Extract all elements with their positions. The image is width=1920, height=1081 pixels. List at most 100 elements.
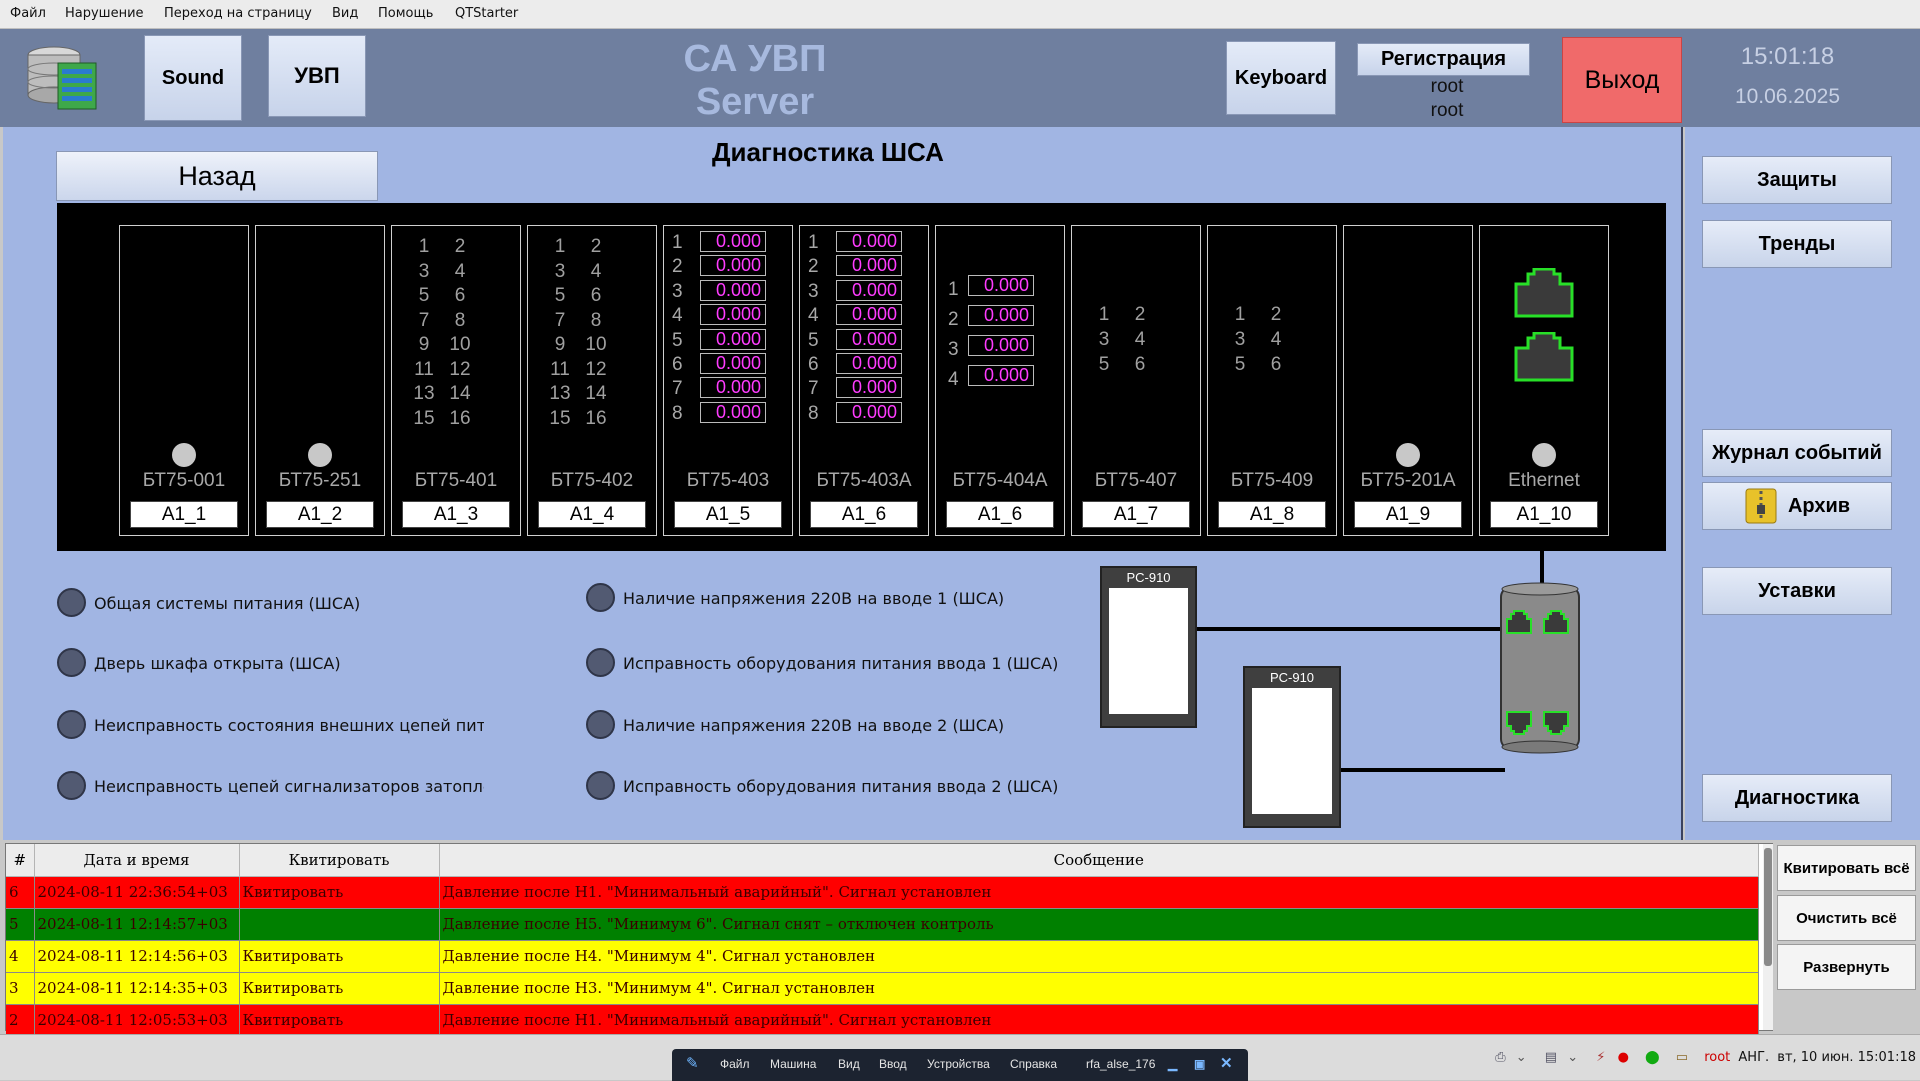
expand-button[interactable]: Развернуть bbox=[1777, 944, 1916, 990]
uvp-button[interactable]: УВП bbox=[268, 35, 366, 117]
menu-goto-page[interactable]: Переход на страницу bbox=[164, 6, 312, 21]
exit-button[interactable]: Выход bbox=[1562, 37, 1682, 123]
acknowledge-all-button[interactable]: Квитировать всё bbox=[1777, 845, 1916, 891]
module-bt75-001[interactable]: БТ75-001 A1_1 bbox=[119, 225, 249, 536]
event-ack[interactable]: Квитировать bbox=[239, 972, 440, 1005]
tray-datetime[interactable]: вт, 10 июн. 15:01:18 bbox=[1777, 1050, 1916, 1065]
menu-help[interactable]: Помощь bbox=[378, 6, 434, 21]
channel-number: 13 bbox=[413, 383, 435, 404]
chevron-down-icon[interactable]: ⌄ bbox=[1515, 1050, 1527, 1065]
scrollbar-thumb[interactable] bbox=[1764, 848, 1772, 966]
back-button[interactable]: Назад bbox=[56, 151, 378, 201]
menu-file[interactable]: Файл bbox=[10, 6, 46, 21]
chevron-down-icon[interactable]: ⌄ bbox=[1567, 1050, 1579, 1065]
event-ack[interactable]: Квитировать bbox=[239, 876, 440, 909]
menu-view[interactable]: Вид bbox=[332, 6, 359, 21]
channel-value: 0.000 bbox=[700, 401, 766, 423]
keyboard-button[interactable]: Keyboard bbox=[1226, 41, 1336, 115]
clear-all-button[interactable]: Очистить всё bbox=[1777, 895, 1916, 941]
close-icon[interactable]: ✕ bbox=[1220, 1055, 1233, 1072]
status-dot-icon[interactable]: ⬤ bbox=[1645, 1050, 1660, 1065]
col-header-acknowledge[interactable]: Квитировать bbox=[239, 844, 440, 877]
event-log-button[interactable]: Журнал событий bbox=[1702, 429, 1892, 477]
sound-button[interactable]: Sound bbox=[144, 35, 242, 121]
vm-menu-help[interactable]: Справка bbox=[1010, 1057, 1058, 1071]
minimize-icon[interactable]: ▁ bbox=[1168, 1057, 1178, 1071]
database-icon[interactable] bbox=[24, 43, 100, 113]
channel-number: 15 bbox=[549, 407, 571, 429]
col-header-number[interactable]: # bbox=[6, 844, 35, 877]
indicator-external-power-fault: Неисправность состояния внешних цепей пи… bbox=[57, 710, 487, 740]
printer-icon[interactable]: ⎙ bbox=[1495, 1050, 1506, 1065]
setpoints-button[interactable]: Уставки bbox=[1702, 567, 1892, 615]
pin-icon[interactable]: ✎ bbox=[686, 1055, 699, 1072]
event-ack[interactable]: Квитировать bbox=[239, 940, 440, 973]
module-bt75-201a[interactable]: БТ75-201A A1_9 bbox=[1343, 225, 1473, 536]
protections-button[interactable]: Защиты bbox=[1702, 156, 1892, 204]
vm-name: rfa_alse_176 bbox=[1086, 1057, 1156, 1071]
pc-910-1[interactable]: PC-910 bbox=[1100, 566, 1197, 728]
vm-menu-view[interactable]: Вид bbox=[838, 1057, 860, 1071]
menu-violation[interactable]: Нарушение bbox=[65, 6, 144, 21]
keyboard-layout[interactable]: АНГ. bbox=[1738, 1050, 1770, 1065]
channel-number: 6 bbox=[454, 285, 466, 306]
vm-menu-input[interactable]: Ввод bbox=[879, 1057, 907, 1071]
header: Sound УВП СА УВП Server Keyboard Регистр… bbox=[0, 29, 1920, 127]
vm-menu-file[interactable]: Файл bbox=[720, 1057, 750, 1071]
clipboard-icon[interactable]: ▤ bbox=[1544, 1050, 1558, 1065]
menu-qtstarter[interactable]: QTStarter bbox=[455, 6, 519, 21]
pc-910-2[interactable]: PC-910 bbox=[1243, 666, 1341, 828]
register-button[interactable]: Регистрация bbox=[1357, 43, 1530, 76]
archive-button[interactable]: Архив bbox=[1702, 482, 1892, 530]
network-switch-icon[interactable] bbox=[1500, 581, 1582, 756]
vm-menu-machine[interactable]: Машина bbox=[770, 1057, 817, 1071]
col-header-message[interactable]: Сообщение bbox=[439, 844, 1759, 877]
event-ack[interactable]: Квитировать bbox=[239, 1004, 440, 1037]
event-ack[interactable] bbox=[239, 908, 440, 941]
alert-icon[interactable]: ● bbox=[1617, 1050, 1629, 1065]
events-scrollbar[interactable] bbox=[1763, 844, 1773, 1030]
diagnostics-button[interactable]: Диагностика bbox=[1702, 774, 1892, 822]
folder-icon[interactable]: ▭ bbox=[1675, 1050, 1689, 1065]
network-icon[interactable]: ⚡ bbox=[1596, 1050, 1606, 1065]
trends-button[interactable]: Тренды bbox=[1702, 220, 1892, 268]
module-bt75-251[interactable]: БТ75-251 A1_2 bbox=[255, 225, 385, 536]
restore-icon[interactable]: ▣ bbox=[1194, 1057, 1206, 1071]
vm-menu-devices[interactable]: Устройства bbox=[927, 1057, 990, 1071]
col-header-datetime[interactable]: Дата и время bbox=[34, 844, 240, 877]
module-ethernet[interactable]: Ethernet A1_10 bbox=[1479, 225, 1609, 536]
